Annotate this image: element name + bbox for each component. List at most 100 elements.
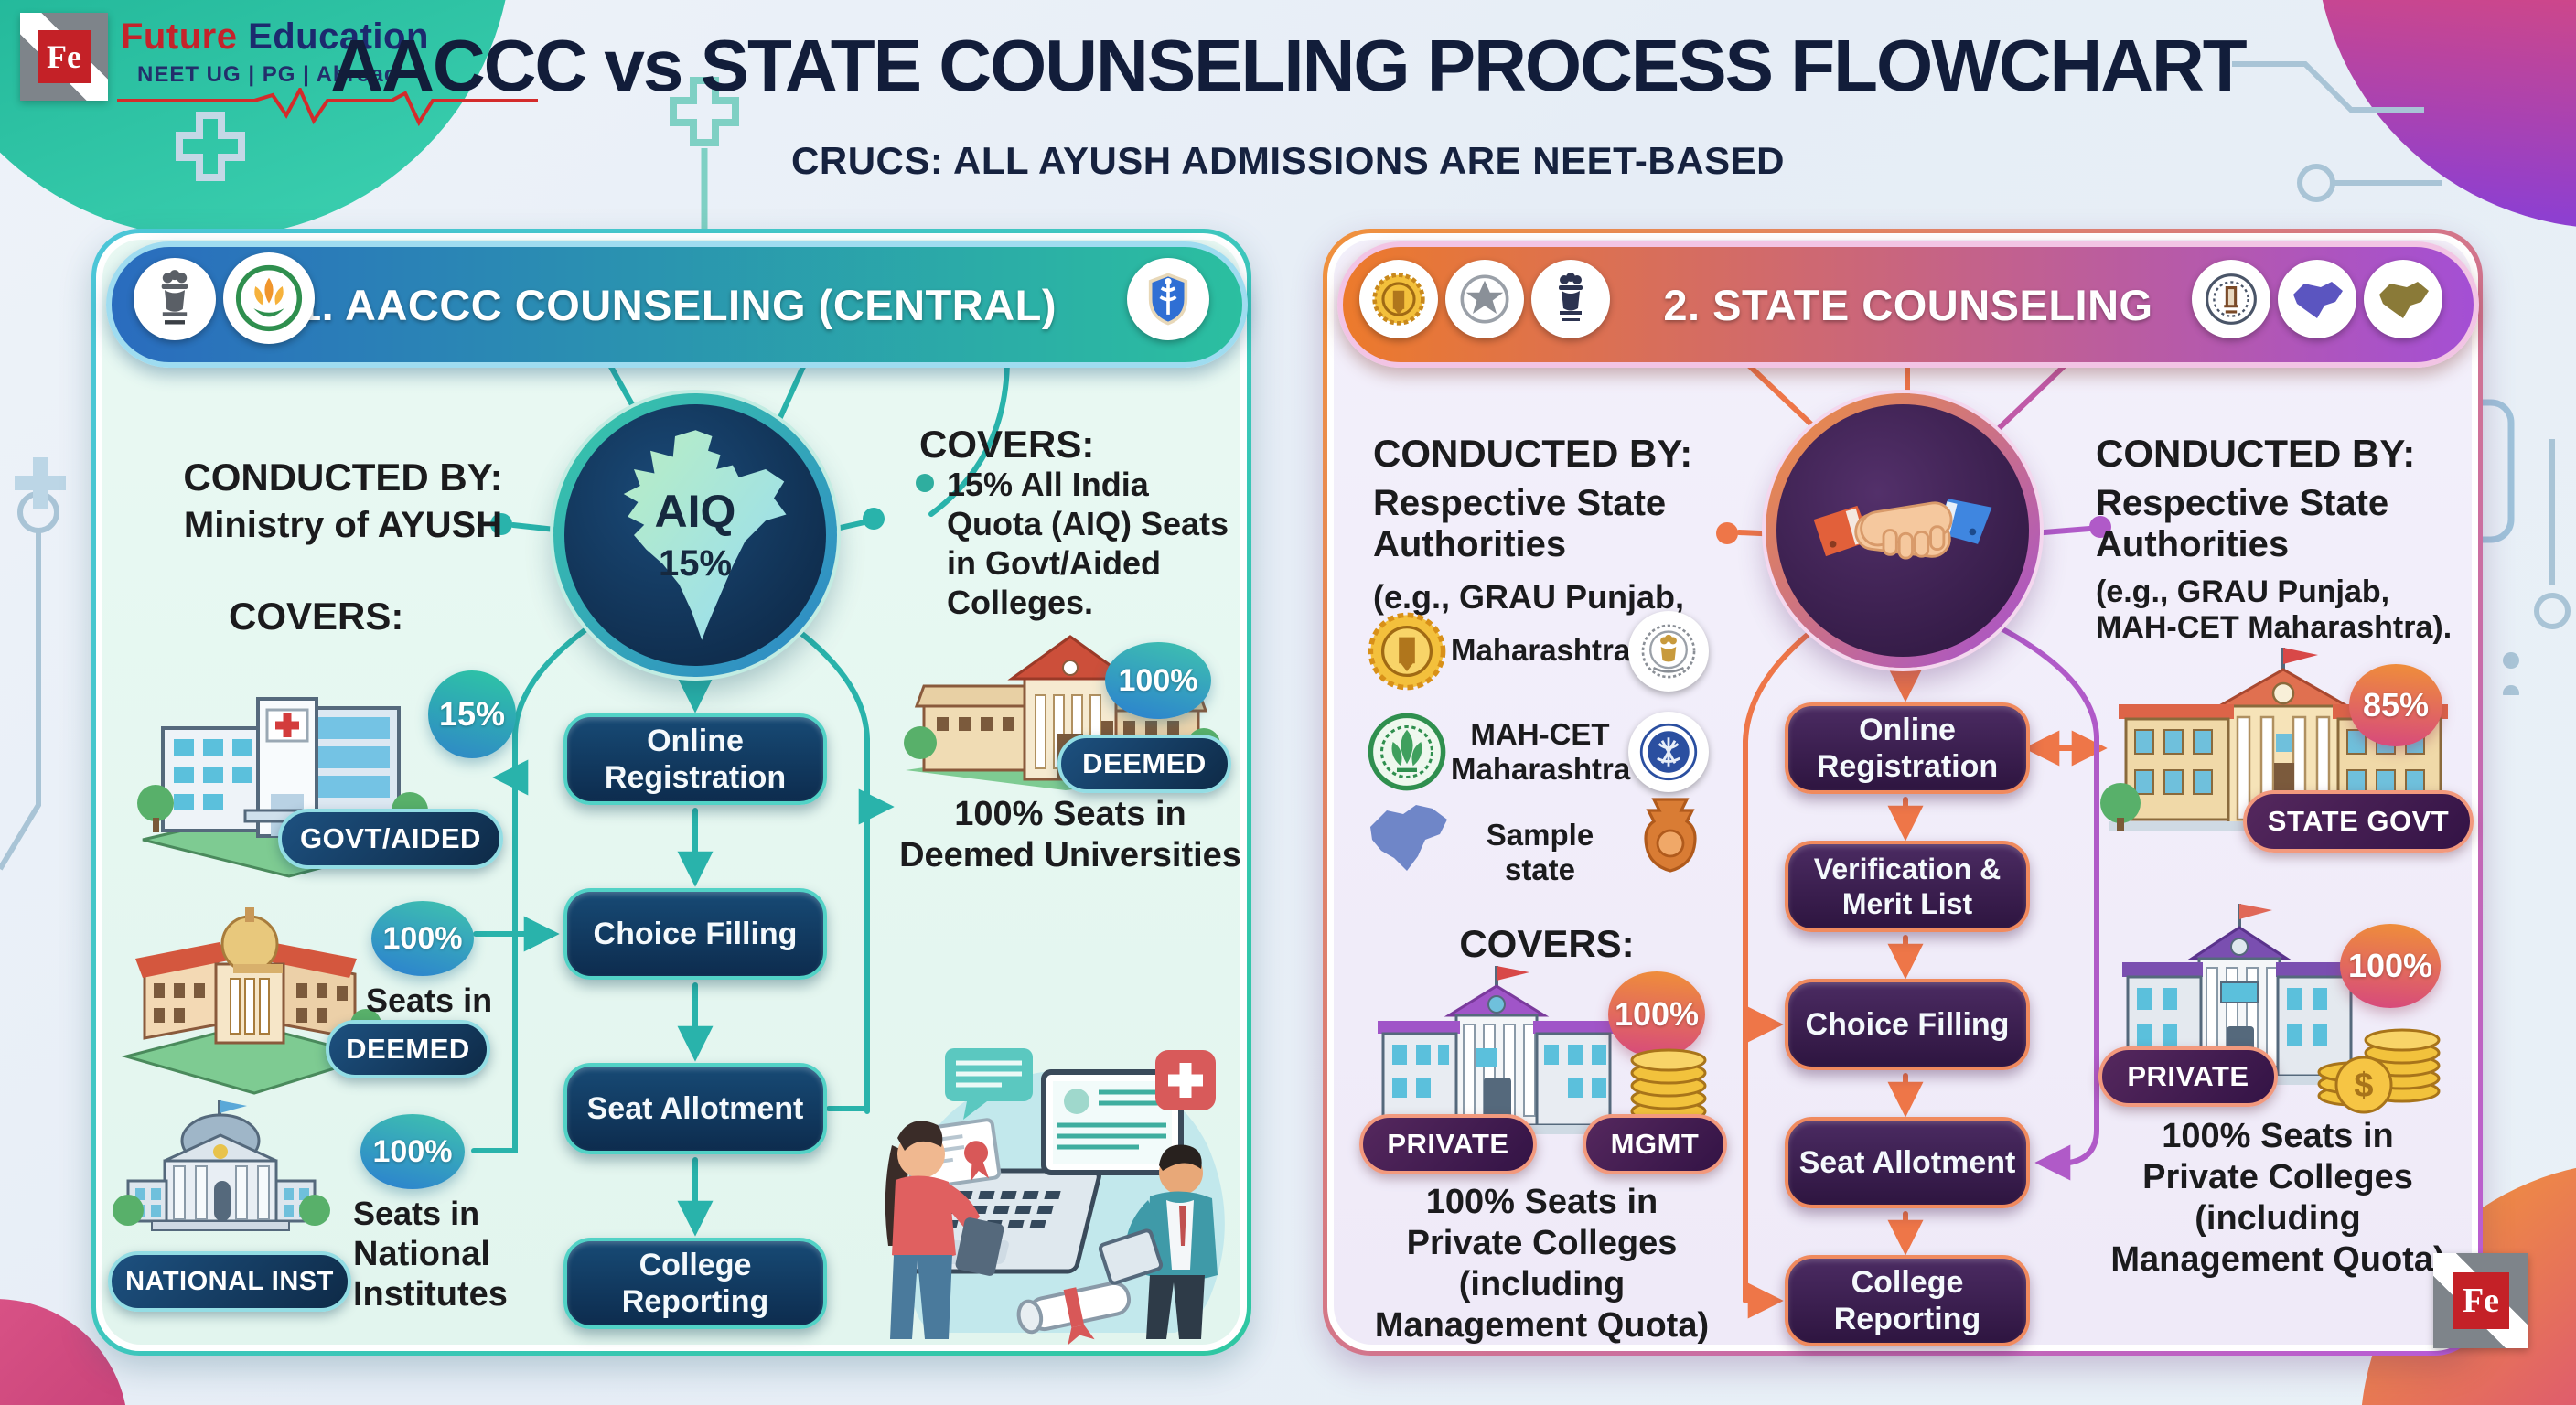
note-line: 100% Seats in [1425,1183,1658,1221]
conducted-by-label: CONDUCTED BY: [183,456,503,499]
deemed-campus-illustration [121,907,381,1095]
purple-state-map-icon [2278,260,2356,338]
page-title: AACCC vs STATE COUNSELING PROCESS FLOWCH… [330,25,2247,106]
deemed-univ-pill: DEEMED [1057,735,1231,793]
handshake-hub [1766,393,2040,668]
deemed-univ-note: 100% Seats in Deemed Universities [896,794,1244,876]
state-step-choice-filling: Choice Filling [1785,979,2030,1070]
aaccc-covers-heading: COVERS: [919,423,1095,466]
ashoka-emblem-icon [134,258,216,340]
olive-state-map-icon [2364,260,2442,338]
covers-bullet-line3: in Govt/Aided [947,544,1161,582]
line-seal-icon [2192,260,2270,338]
coins-dollar-icon: $ [2317,1028,2441,1114]
deemed-badge: 100% [371,901,474,976]
govt-aided-pill: GOVT/AIDED [278,809,503,869]
deemed-note-line2: Deemed Universities [899,836,1241,874]
brand-logo-monogram: Fe [38,30,91,83]
note-line: Private Colleges [1406,1224,1678,1262]
gray-crest-icon [1445,260,1524,338]
aaccc-covers-label: COVERS: [229,595,404,638]
note-line: Management Quota) [2110,1240,2445,1279]
state-right-conducted-1: Respective State [2096,483,2389,523]
deemed-note-line1: 100% Seats in [954,795,1186,833]
covers-bullet-line2: Quota (AIQ) Seats [947,505,1229,542]
footer-brand-logo: Fe [2433,1253,2528,1348]
private-covers-badge: 100% [1608,971,1705,1057]
state-right-example-1: (e.g., GRAU Punjab, [2096,574,2390,609]
orange-crest-icon [1628,792,1712,876]
india-map-icon [623,430,786,640]
green-seal-icon [1367,712,1447,792]
aaccc-step-college-reporting: College Reporting [564,1238,827,1329]
covers-bullet-line1: 15% All India [947,466,1149,503]
aaccc-conducted-by: CONDUCTED BY: Ministry of AYUSH [128,456,558,546]
national-badge: 100% [360,1114,465,1189]
brand-name-red: Future [121,16,238,57]
note-line: (including [1458,1265,1626,1303]
private-college-right-illustration [2117,904,2362,1085]
gold-seal-icon [1359,260,1438,338]
brand-tagline: NEET UG | PG | Abroad [137,62,399,87]
authority-row-label: Sample state [1486,818,1594,886]
state-panel: 2. STATE COUNSELING [1323,229,2483,1356]
bullet-dot-icon [916,474,934,492]
private-note-left: 100% Seats in Private Colleges (includin… [1334,1182,1750,1346]
govt-aided-badge: 15% [428,670,516,758]
aiq-hub-core [564,404,826,666]
mgmt-pill: MGMT [1583,1114,1727,1174]
authority-row-label: MAH-CET Maharashtra [1451,717,1631,786]
aiq-hub-line1: AIQ [654,486,736,537]
private-note-right: 100% Seats in Private Colleges (includin… [2078,1116,2477,1281]
private-pill: PRIVATE [1359,1114,1537,1174]
national-caption-2: National [353,1235,490,1273]
handshake-hub-core [1776,404,2029,657]
aaccc-step-online-registration: Online Registration [564,713,827,805]
national-caption: Seats in National Institutes [353,1194,554,1314]
aaccc-covers-bullet: 15% All India Quota (AIQ) Seats in Govt/… [916,465,1230,622]
national-inst-pill: NATIONAL INST [108,1251,351,1312]
footer-brand-monogram: Fe [2453,1272,2509,1329]
handshake-icon [1813,498,1992,560]
deemed-caption-text: Seats in [366,981,493,1019]
state-left-conducted-2: Authorities [1373,524,1567,564]
speech-bubble-icon [945,1048,1033,1120]
aaccc-header-label: 1. AACCC COUNSELING (CENTRAL) [296,280,1057,329]
conducted-by-value: Ministry of AYUSH [183,505,503,545]
private-college-illustration [1372,966,1621,1134]
svg-text:$: $ [2354,1067,2373,1105]
plus-icon [15,457,66,509]
state-right-conducted-label: CONDUCTED BY: [2096,432,2416,475]
aiq-hub-line2: 15% [658,543,733,584]
state-govt-badge: 85% [2349,664,2442,746]
page-subtitle: CRUCS: ALL AYUSH ADMISSIONS ARE NEET-BAS… [791,139,1785,182]
aaccc-step-seat-allotment: Seat Allotment [564,1063,827,1154]
covers-bullet-line4: Colleges. [947,584,1094,621]
state-header-label: 2. STATE COUNSELING [1663,280,2153,329]
gold-seal-icon [1367,611,1447,692]
state-map-icon [1370,805,1447,871]
note-line: Management Quota) [1374,1306,1710,1345]
aaccc-step-choice-filling: Choice Filling [564,888,827,980]
blue-seal-icon [1628,712,1709,792]
heartbeat-line-icon [117,88,538,127]
state-step-college-reporting: College Reporting [1785,1255,2030,1346]
students-laptop-illustration [885,1048,1225,1346]
state-step-seat-allotment: Seat Allotment [1785,1117,2030,1208]
state-conducted-by-left: CONDUCTED BY: Respective State Authoriti… [1373,432,1794,617]
student-male-figure [1098,1144,1218,1339]
state-step-online-registration: Online Registration [1785,702,2030,794]
aaccc-panel: 1. AACCC COUNSELING (CENTRAL) [91,229,1251,1356]
state-govt-pill: STATE GOVT [2243,790,2474,853]
state-covers-label: COVERS: [1459,922,1635,965]
diploma-scroll-icon [1016,1281,1132,1346]
state-left-conducted-label: CONDUCTED BY: [1373,432,1693,475]
authority-row-label: Maharashtra [1451,633,1631,667]
brand-logo: Fe [20,13,108,101]
state-left-example: (e.g., GRAU Punjab, [1373,578,1685,616]
coins-icon [1630,1048,1707,1123]
ashoka-seal-icon [1628,611,1709,692]
ayush-logo-icon [223,252,315,344]
note-line: 100% Seats in [2162,1117,2394,1155]
national-caption-1: Seats in [353,1195,480,1232]
